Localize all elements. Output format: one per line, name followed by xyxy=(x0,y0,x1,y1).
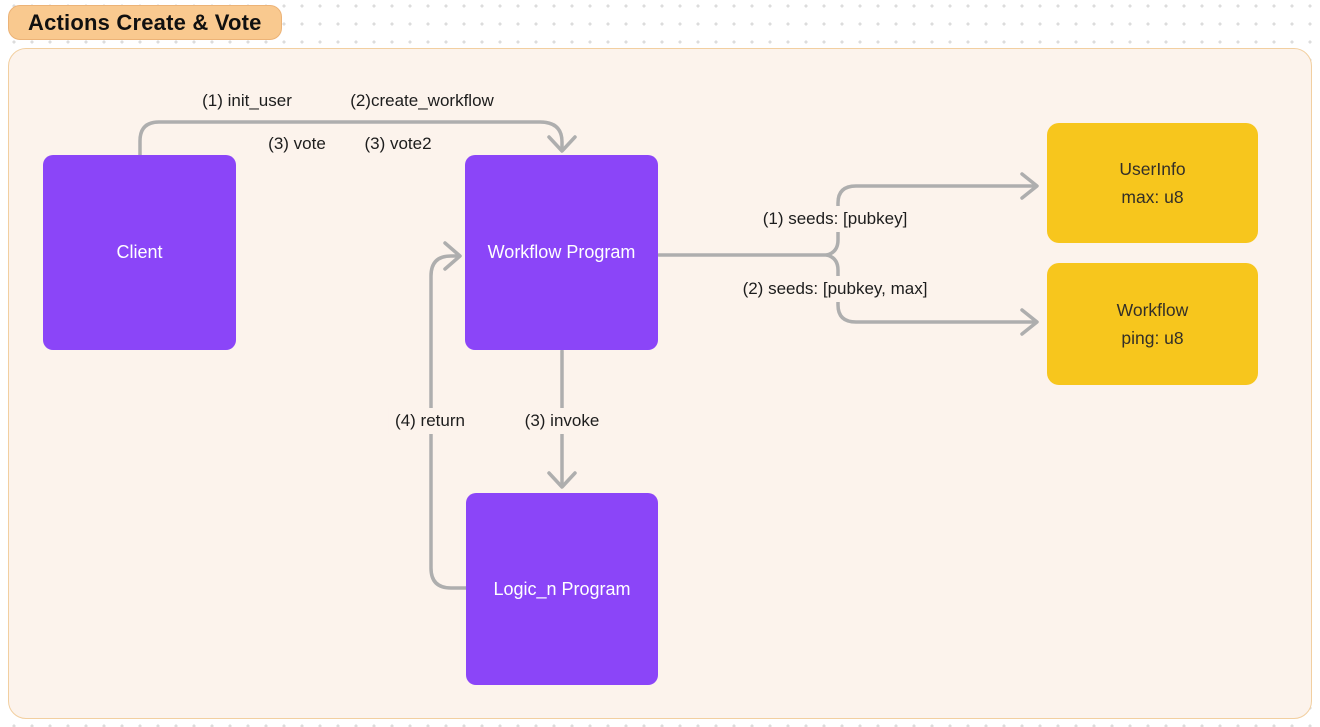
edge-label-init-user[interactable]: (1) init_user xyxy=(202,91,292,110)
node-workflow-program[interactable]: Workflow Program xyxy=(465,155,658,350)
edge-label-return[interactable]: (4) return xyxy=(388,408,472,434)
node-workflow-program-label: Workflow Program xyxy=(487,242,636,262)
node-workflow-account-field: ping: u8 xyxy=(1121,328,1184,348)
diagram-title: Actions Create & Vote xyxy=(28,9,262,35)
node-userinfo-title: UserInfo xyxy=(1119,159,1186,179)
node-logic-program[interactable]: Logic_n Program xyxy=(466,493,658,685)
node-userinfo-field: max: u8 xyxy=(1121,187,1184,207)
node-client-label: Client xyxy=(116,242,163,262)
edge-label-seeds-pubkey-max[interactable]: (2) seeds: [pubkey, max] xyxy=(735,276,935,302)
diagram-title-badge[interactable]: Actions Create & Vote xyxy=(8,5,282,40)
edge-label-seeds-pubkey[interactable]: (1) seeds: [pubkey] xyxy=(755,206,915,232)
edge-label-invoke[interactable]: (3) invoke xyxy=(517,408,607,434)
edge-label-vote2[interactable]: (3) vote2 xyxy=(364,134,432,153)
node-userinfo-account[interactable]: UserInfo max: u8 xyxy=(1047,123,1258,243)
edge-label-create-workflow[interactable]: (2)create_workflow xyxy=(350,91,494,110)
node-logic-program-label: Logic_n Program xyxy=(493,578,631,599)
node-workflow-account[interactable]: Workflow ping: u8 xyxy=(1047,263,1258,385)
edge-label-vote[interactable]: (3) vote xyxy=(268,134,326,153)
node-workflow-account-title: Workflow xyxy=(1116,300,1189,320)
node-client[interactable]: Client xyxy=(43,155,236,350)
